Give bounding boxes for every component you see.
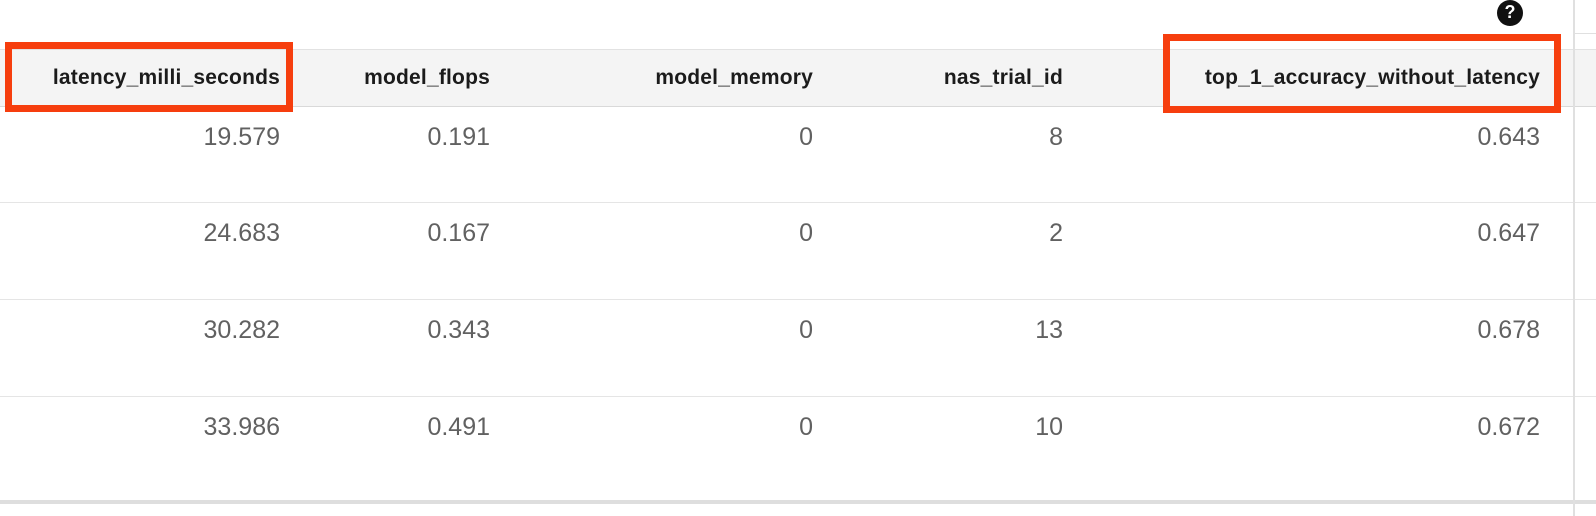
table-cell: 24.683: [203, 219, 280, 247]
column-header-model_flops[interactable]: model_flops: [364, 66, 490, 89]
table-cell: 10: [1035, 413, 1063, 441]
table-cell: 0: [799, 219, 813, 247]
table-cell: 2: [1049, 219, 1063, 247]
table-cell: 19.579: [203, 123, 280, 151]
table-cell: 0: [799, 316, 813, 344]
help-button[interactable]: ?: [1497, 0, 1523, 26]
column-header-latency_milli_seconds[interactable]: latency_milli_seconds: [52, 66, 280, 89]
column-header-model_memory[interactable]: model_memory: [655, 66, 813, 89]
column-header-top_1_accuracy_without_latency[interactable]: top_1_accuracy_without_latency: [1204, 66, 1540, 89]
table-row: 19.579 0.191 0 8 0.643: [0, 107, 1596, 203]
table-cell: 0.643: [1477, 123, 1540, 151]
table-cell: 30.282: [203, 316, 280, 344]
table-cell: 0: [799, 413, 813, 441]
table-cell: 33.986: [203, 413, 280, 441]
table-body: 19.579 0.191 0 8 0.643 24.683 0.167 0 2 0.647 30.2…: [0, 107, 1596, 500]
help-icon: ?: [1504, 2, 1516, 22]
table-cell: 0.491: [427, 413, 490, 441]
table-cell: 0.343: [427, 316, 490, 344]
table-header-row: latency_milli_seconds model_flops model_me…: [0, 49, 1596, 107]
table-cell: 13: [1035, 316, 1063, 344]
table-cell: 8: [1049, 123, 1063, 151]
stub-column-top-border: [1575, 33, 1596, 34]
table-row: 33.986 0.491 0 10 0.672: [0, 397, 1596, 500]
table-row: 30.282 0.343 0 13 0.678: [0, 300, 1596, 397]
table-cell: 0.647: [1477, 219, 1540, 247]
table-cell: 0: [799, 123, 813, 151]
table-cell: 0.672: [1477, 413, 1540, 441]
column-header-nas_trial_id[interactable]: nas_trial_id: [943, 66, 1063, 89]
table-bottom-border: [0, 500, 1596, 504]
table-row: 24.683 0.167 0 2 0.647: [0, 203, 1596, 300]
table-cell: 0.678: [1477, 316, 1540, 344]
table-right-divider: [1573, 0, 1575, 516]
table-cell: 0.167: [427, 219, 490, 247]
table-cell: 0.191: [427, 123, 490, 151]
